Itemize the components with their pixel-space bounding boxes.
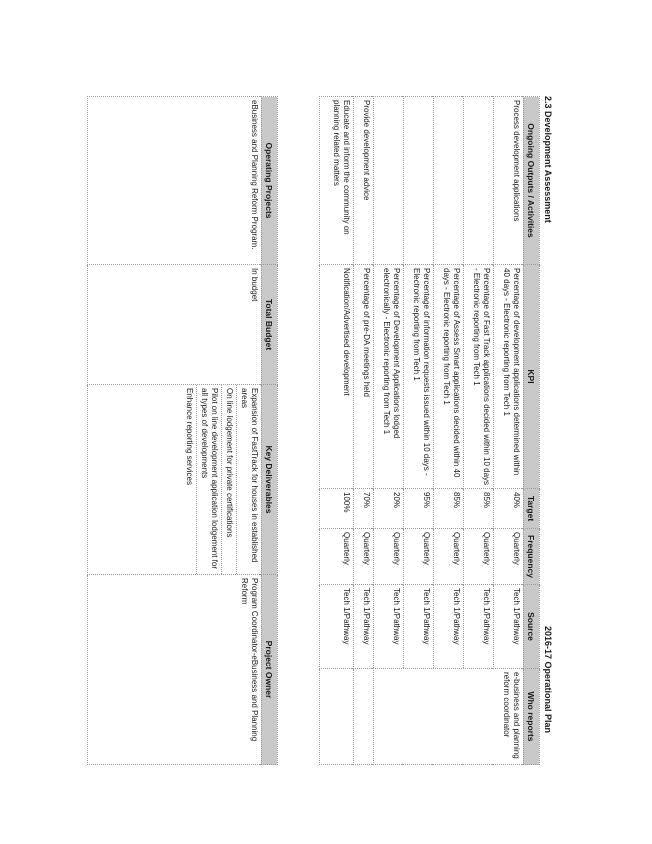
source-cell: Tech 1/Pathway [493,584,524,669]
frequency-cell: Quarterly [493,528,524,585]
source-cell: Tech 1/Pathway [319,584,354,669]
deliverable-item: Enhance reporting services [182,385,197,574]
deliverable-item: Pilot on line development application lo… [197,385,222,574]
activity-cell: Educate and inform the community on plan… [319,96,354,265]
source-cell: Tech 1/Pathway [433,584,464,669]
activity-cell [403,96,434,265]
key-deliverables-cell: Expansion of FastTrack for houses in est… [87,384,262,575]
header-key-deliverables: Key Deliverables [261,384,278,575]
table-row: eBusiness and Planning Reform Program. I… [87,96,262,765]
header-target: Target [523,488,540,529]
target-cell: 70% [353,488,374,529]
frequency-cell: Quarterly [353,528,374,585]
kpi-cell: Percentage of Fast Track applications de… [463,264,494,489]
table-row: Percentage of Fast Track applications de… [463,96,494,765]
kpi-cell: Notification/Advertised development [319,264,354,489]
header-source: Source [523,584,540,669]
table-row: Process development applications Percent… [373,96,524,765]
project-owner-cell: Program Coordinator-eBusiness and Planni… [87,574,262,765]
table-header-row: Operating Projects Total Budget Key Deli… [261,96,278,765]
header-total-budget: Total Budget [261,264,278,385]
table-row: Percentage of Assess Smart applications … [433,96,464,765]
table-row: Percentage of Development Applications l… [373,96,404,765]
target-cell: 85% [433,488,464,529]
operating-projects-table: Operating Projects Total Budget Key Deli… [87,96,278,765]
plan-title: 2016-17 Operational Plan [543,626,553,734]
who-reports-cell [353,668,374,765]
table-row: Educate and inform the community on plan… [319,96,354,765]
who-reports-cell [319,668,354,765]
header-who-reports: Who reports [523,668,540,765]
source-cell: Tech 1/Pathway [353,584,374,669]
activity-cell [373,96,404,265]
source-cell: Tech 1/Pathway [373,584,404,669]
kpi-cell: Percentage of pre-DA meetings held [353,264,374,489]
header-project-owner: Project Owner [261,574,278,765]
target-cell: 100% [319,488,354,529]
frequency-cell: Quarterly [319,528,354,585]
activity-cell: Provide development advice [353,96,374,265]
header-kpi: KPI [523,264,540,489]
target-cell: 20% [373,488,404,529]
kpi-cell: Percentage of information requests issue… [403,264,434,489]
section-title: 2.3 Development Assessment [543,96,553,223]
header-operating-projects: Operating Projects [261,96,278,265]
frequency-cell: Quarterly [463,528,494,585]
project-name-cell: eBusiness and Planning Reform Program. [87,96,262,265]
frequency-cell: Quarterly [433,528,464,585]
header-frequency: Frequency [523,528,540,585]
ongoing-outputs-table: Ongoing Outputs / Activities KPI Target … [319,96,540,765]
kpi-cell: Percentage of development applications d… [493,264,524,489]
activity-cell [433,96,464,265]
activity-cell [463,96,494,265]
source-cell: Tech 1/Pathway [403,584,434,669]
source-cell: Tech 1/Pathway [463,584,494,669]
activity-cell: Process development applications [493,96,524,265]
frequency-cell: Quarterly [403,528,434,585]
kpi-cell: Percentage of Assess Smart applications … [433,264,464,489]
frequency-cell: Quarterly [373,528,404,585]
kpi-cell: Percentage of Development Applications l… [373,264,404,489]
deliverable-item: On line lodgement for private certificat… [222,385,237,574]
table-row: Percentage of information requests issue… [403,96,434,765]
table-header-row: Ongoing Outputs / Activities KPI Target … [523,96,540,765]
target-cell: 85% [463,488,494,529]
header-activity: Ongoing Outputs / Activities [523,96,540,265]
target-cell: 95% [403,488,434,529]
deliverable-item: Expansion of FastTrack for houses in est… [240,388,259,563]
who-reports-cell: e-business and planning reform coordinat… [373,668,524,765]
table-row: Provide development advice Percentage of… [353,96,374,765]
total-budget-cell: In budget [87,264,262,385]
target-cell: 40% [493,488,524,529]
